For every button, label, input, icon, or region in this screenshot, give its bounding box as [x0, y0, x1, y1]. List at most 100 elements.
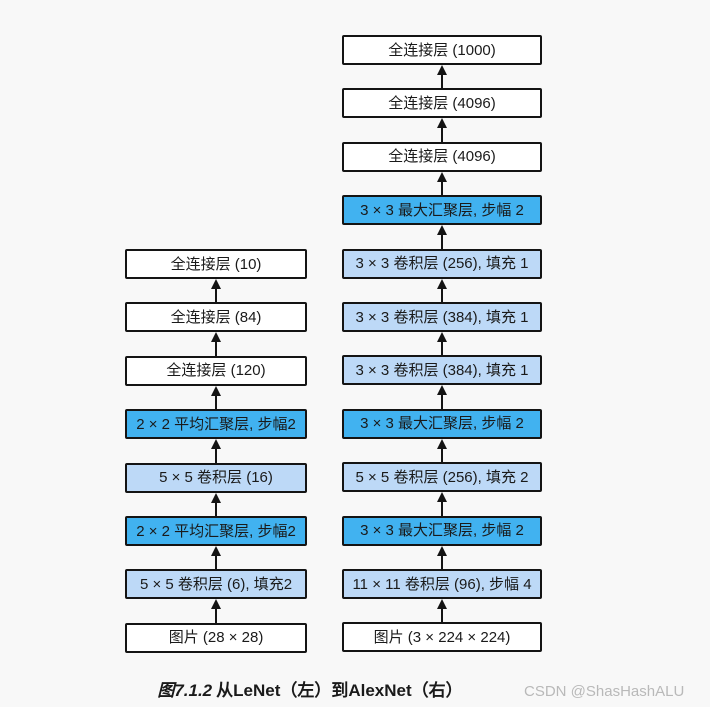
layer-box-pool: 2 × 2 平均汇聚层, 步幅2	[125, 409, 307, 440]
layer-box-input: 图片 (28 × 28)	[125, 622, 307, 653]
watermark: CSDN @ShasHashALU	[524, 683, 685, 700]
layer-label: 11 × 11 卷积层 (96), 步幅 4	[352, 575, 532, 593]
arrow-line	[215, 341, 217, 356]
layer-box-pool: 3 × 3 最大汇聚层, 步幅 2	[342, 515, 542, 546]
layer-box-fc: 全连接层 (4096)	[342, 141, 542, 172]
arrow-head-icon	[437, 278, 447, 289]
arrow-line	[441, 501, 443, 516]
arrow-line	[441, 341, 443, 356]
arrow-line	[215, 394, 217, 410]
layer-box-conv: 11 × 11 卷积层 (96), 步幅 4	[342, 569, 542, 599]
arrow-line	[441, 394, 443, 409]
layer-box-fc: 全连接层 (1000)	[342, 35, 542, 65]
up-arrow	[436, 171, 448, 196]
layer-box-conv: 5 × 5 卷积层 (16)	[125, 462, 307, 493]
layer-label: 2 × 2 平均汇聚层, 步幅2	[136, 522, 296, 540]
layer-label: 全连接层 (4096)	[388, 148, 496, 166]
arrow-head-icon	[211, 279, 221, 289]
layer-label: 全连接层 (120)	[166, 362, 266, 380]
arrow-line	[215, 288, 217, 303]
up-arrow	[436, 545, 448, 569]
layer-label: 3 × 3 卷积层 (256), 填充 1	[355, 255, 529, 273]
arrow-line	[215, 608, 217, 623]
layer-box-conv: 3 × 3 卷积层 (384), 填充 1	[342, 302, 542, 332]
layer-label: 5 × 5 卷积层 (256), 填充 2	[355, 468, 529, 486]
up-arrow	[210, 439, 222, 463]
up-arrow	[210, 385, 222, 410]
layer-label: 图片 (3 × 224 × 224)	[373, 628, 511, 646]
arrow-line	[441, 287, 443, 302]
up-arrow	[210, 332, 222, 356]
lenet-column: 全连接层 (10) 全连接层 (84) 全连接层 (120) 2 × 2 平均汇聚层,…	[125, 249, 307, 659]
up-arrow	[436, 278, 448, 302]
arrow-line	[441, 608, 443, 623]
arrow-head-icon	[437, 118, 447, 129]
up-arrow	[210, 546, 222, 570]
arrow-line	[215, 555, 217, 570]
up-arrow	[436, 438, 448, 463]
layer-box-pool: 3 × 3 最大汇聚层, 步幅 2	[342, 408, 542, 439]
layer-label: 全连接层 (10)	[170, 255, 262, 273]
arrow-head-icon	[437, 171, 447, 182]
up-arrow	[436, 385, 448, 409]
arrow-line	[441, 554, 443, 569]
layer-label: 全连接层 (1000)	[388, 41, 496, 59]
layer-box-fc: 全连接层 (84)	[125, 302, 307, 333]
layer-box-fc: 全连接层 (4096)	[342, 88, 542, 119]
arrow-line	[441, 127, 443, 142]
up-arrow	[436, 332, 448, 356]
arrow-head-icon	[437, 225, 447, 236]
up-arrow	[436, 599, 448, 623]
layer-label: 3 × 3 最大汇聚层, 步幅 2	[360, 522, 524, 540]
arrow-head-icon	[437, 492, 447, 503]
layer-box-conv: 3 × 3 卷积层 (384), 填充 1	[342, 355, 542, 386]
arrow-line	[441, 180, 443, 196]
arrow-head-icon	[211, 332, 221, 343]
layer-box-fc: 全连接层 (120)	[125, 355, 307, 386]
layer-label: 5 × 5 卷积层 (16)	[159, 469, 273, 487]
arrow-head-icon	[211, 599, 221, 610]
layer-label: 3 × 3 卷积层 (384), 填充 1	[355, 361, 529, 379]
layer-box-pool: 2 × 2 平均汇聚层, 步幅2	[125, 516, 307, 546]
arrow-line	[215, 501, 217, 516]
arrow-head-icon	[211, 385, 221, 396]
layer-box-conv: 5 × 5 卷积层 (6), 填充2	[125, 569, 307, 600]
layer-box-conv: 5 × 5 卷积层 (256), 填充 2	[342, 462, 542, 493]
layer-label: 全连接层 (84)	[170, 308, 262, 326]
arrow-line	[441, 74, 443, 89]
layer-label: 5 × 5 卷积层 (6), 填充2	[139, 575, 293, 593]
arrow-head-icon	[437, 438, 447, 449]
up-arrow	[436, 118, 448, 142]
arrow-head-icon	[437, 385, 447, 396]
layer-box-fc: 全连接层 (10)	[125, 249, 307, 279]
arrow-head-icon	[437, 599, 447, 609]
arrow-head-icon	[211, 492, 221, 503]
layer-box-conv: 3 × 3 卷积层 (256), 填充 1	[342, 248, 542, 279]
layer-label: 3 × 3 最大汇聚层, 步幅 2	[360, 415, 524, 433]
up-arrow	[436, 65, 448, 89]
layer-label: 图片 (28 × 28)	[168, 629, 264, 647]
layer-box-input: 图片 (3 × 224 × 224)	[342, 622, 542, 653]
up-arrow	[436, 492, 448, 516]
arrow-head-icon	[437, 65, 447, 75]
alexnet-column: 全连接层 (1000) 全连接层 (4096) 全连接层 (4096) 3 × 3 最…	[342, 35, 542, 655]
arrow-head-icon	[211, 546, 221, 556]
arrow-head-icon	[437, 545, 447, 556]
up-arrow	[210, 279, 222, 303]
layer-label: 全连接层 (4096)	[388, 94, 496, 112]
arrow-head-icon	[437, 332, 447, 342]
layer-label: 2 × 2 平均汇聚层, 步幅2	[136, 415, 296, 433]
layer-label: 3 × 3 卷积层 (384), 填充 1	[355, 308, 529, 326]
up-arrow	[436, 225, 448, 249]
arrow-line	[215, 448, 217, 463]
caption-text: 从LeNet（左）到AlexNet（右）	[216, 681, 463, 700]
layer-box-pool: 3 × 3 最大汇聚层, 步幅 2	[342, 195, 542, 226]
arrow-head-icon	[211, 439, 221, 450]
arrow-line	[441, 234, 443, 249]
figure-number: 图7.1.2	[157, 681, 213, 700]
layer-label: 3 × 3 最大汇聚层, 步幅 2	[360, 201, 524, 219]
up-arrow	[210, 492, 222, 516]
up-arrow	[210, 599, 222, 623]
